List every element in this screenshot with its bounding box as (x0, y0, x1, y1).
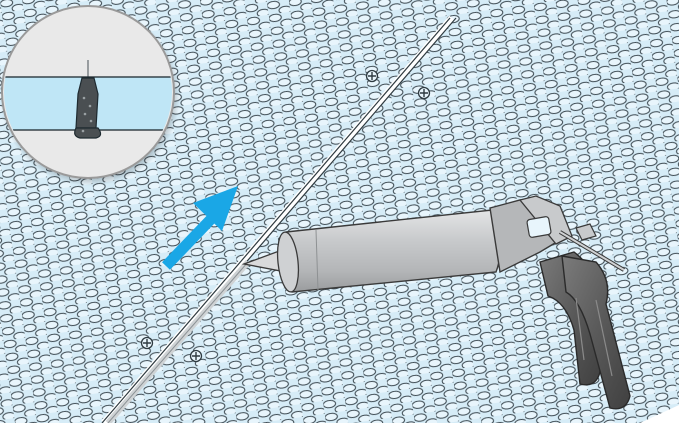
panel-seam (101, 15, 457, 423)
screw-icon (189, 349, 203, 363)
screw-icon (365, 69, 379, 83)
direction-arrow-icon (162, 186, 238, 270)
detail-inset (0, 5, 180, 186)
caulking-gun-icon (241, 195, 631, 410)
screw-icon (417, 86, 431, 100)
screw-icon (140, 336, 154, 350)
